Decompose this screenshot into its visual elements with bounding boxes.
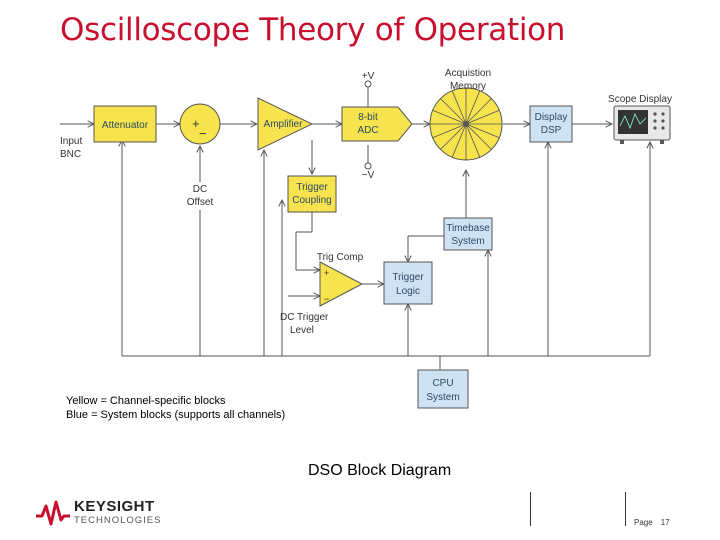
- timebase-label-2: System: [451, 236, 484, 247]
- memory-spoke: [465, 123, 500, 139]
- memory-spoke: [440, 98, 467, 125]
- trig-comp-label: Trig Comp: [317, 252, 364, 263]
- scope-display-icon: [613, 105, 671, 144]
- input-bnc-label-1: Input: [60, 136, 82, 147]
- page-number: 17: [660, 518, 670, 527]
- adc-block: [341, 106, 413, 142]
- summer-block: [179, 103, 221, 145]
- timebase-system-block: [443, 217, 493, 251]
- amplifier-block: [257, 97, 314, 151]
- memory-spoke: [465, 90, 481, 125]
- memory-spoke: [451, 90, 467, 125]
- keysight-wave-icon: [36, 500, 70, 526]
- acquisition-memory-block: [429, 87, 503, 161]
- memory-spoke: [465, 109, 500, 125]
- minus-v-label: −V: [362, 170, 375, 181]
- brand-subtitle: TECHNOLOGIES: [74, 515, 162, 526]
- trigger-logic-label-2: Logic: [396, 286, 420, 297]
- adc-label-2: ADC: [357, 125, 378, 136]
- timebase-label-1: Timebase: [446, 223, 490, 234]
- memory-spoke: [451, 123, 467, 158]
- trig-comp-block: [319, 261, 364, 307]
- memory-spoke: [440, 123, 467, 150]
- display-dsp-label-1: Display: [535, 112, 568, 123]
- footer-divider-1: [530, 492, 531, 526]
- memory-spoke: [465, 98, 492, 125]
- acquisition-memory-label-2: Memory: [450, 81, 486, 92]
- scope-display-label: Scope Display: [608, 94, 672, 105]
- input-bnc-label-2: BNC: [60, 149, 81, 160]
- footer-divider-2: [625, 492, 626, 526]
- trigger-logic-label-1: Trigger: [392, 272, 424, 283]
- attenuator-block: [93, 105, 157, 143]
- dc-offset-label-2: Offset: [187, 197, 214, 208]
- display-dsp-label-2: DSP: [541, 125, 562, 136]
- minus-sign: −: [199, 126, 207, 141]
- acquisition-memory-label-1: Acquistion: [445, 68, 491, 79]
- cpu-system-block: [417, 369, 469, 409]
- trig-comp-minus: −: [324, 294, 329, 304]
- plus-sign: +: [192, 116, 200, 131]
- page-indicator: Page 17: [634, 518, 678, 527]
- memory-spoke: [432, 123, 467, 139]
- cpu-label-2: System: [426, 392, 459, 403]
- memory-spoke: [465, 123, 481, 158]
- diagram-caption: DSO Block Diagram: [308, 462, 452, 479]
- amplifier-label: Amplifier: [264, 119, 304, 130]
- cpu-label-1: CPU: [432, 378, 453, 389]
- trigger-coupling-label-1: Trigger: [296, 182, 328, 193]
- trigger-coupling-block: [287, 175, 337, 213]
- trigger-coupling-label-2: Coupling: [292, 195, 331, 206]
- dc-trigger-level-label-1: DC Trigger: [280, 312, 329, 323]
- attenuator-label: Attenuator: [102, 120, 149, 131]
- legend-line-blue: Blue = System blocks (supports all chann…: [66, 409, 286, 421]
- page-label: Page: [634, 518, 653, 527]
- plus-v-label: +V: [362, 71, 375, 82]
- plus-v-terminal: [364, 80, 372, 88]
- dc-offset-label-1: DC: [193, 184, 207, 195]
- memory-spoke: [432, 109, 467, 125]
- keysight-logo: KEYSIGHT TECHNOLOGIES: [36, 498, 166, 530]
- display-dsp-block: [529, 105, 573, 143]
- brand-name: KEYSIGHT: [74, 498, 155, 515]
- dc-trigger-level-label-2: Level: [290, 325, 314, 336]
- adc-label-1: 8-bit: [358, 112, 378, 123]
- slide-title: Oscilloscope Theory of Operation: [60, 12, 566, 48]
- minus-v-terminal: [364, 162, 372, 170]
- memory-spoke: [465, 123, 492, 150]
- signal-lines: [60, 84, 650, 370]
- legend-line-yellow: Yellow = Channel-specific blocks: [66, 395, 226, 407]
- color-legend: Yellow = Channel-specific blocks Blue = …: [66, 394, 285, 422]
- trig-comp-plus: +: [324, 268, 329, 278]
- trigger-logic-block: [383, 261, 433, 305]
